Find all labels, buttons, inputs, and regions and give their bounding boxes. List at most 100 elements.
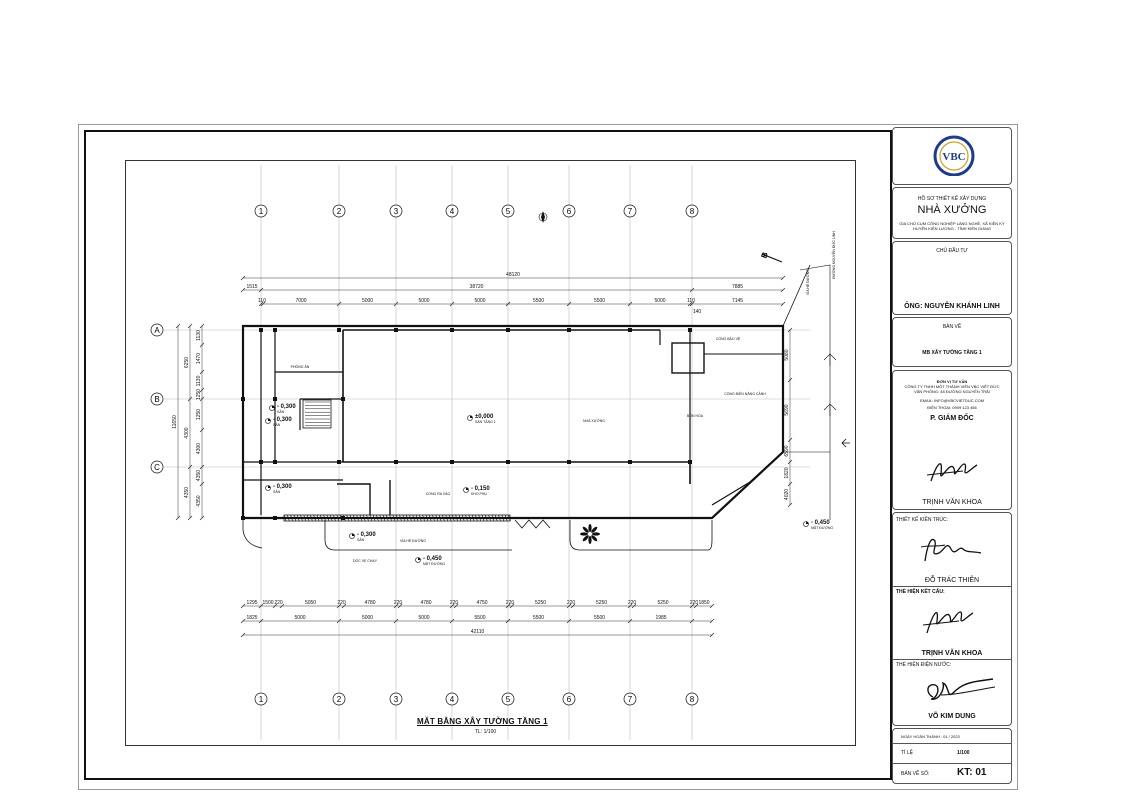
dim-text: 1515: [246, 284, 257, 290]
dim-text: 1250: [196, 409, 202, 420]
grid-bubble-col: [445, 204, 459, 218]
dim-text: 5250: [657, 600, 668, 606]
dim-text: 1985: [655, 615, 666, 621]
dim-tick: [272, 603, 278, 609]
grid-bubble-col: [685, 204, 699, 218]
level-label: KHO PHỤ: [471, 492, 487, 496]
level-value: ±0,000: [475, 414, 494, 420]
titleblock-logo-cell: VBC: [892, 127, 1012, 185]
level-value: - 0,300: [273, 484, 292, 490]
drawing-sheet: [78, 124, 1018, 790]
dim-tick: [258, 287, 264, 293]
dim-tick: [505, 301, 511, 307]
interior-wall: [659, 330, 691, 462]
grid-bubble-col: [254, 692, 268, 706]
level-value: - 0,450: [811, 520, 830, 526]
column: [688, 328, 692, 332]
hatch: [329, 514, 333, 522]
level-symbol-fill: [352, 533, 355, 536]
plant-leaf: [582, 535, 589, 542]
grid-bubble-col: [332, 692, 346, 706]
architect-label: THIẾT KẾ KIẾN TRÚC:: [896, 517, 949, 523]
owner-name: ÔNG: NGUYỄN KHÁNH LINH: [904, 303, 1000, 310]
room-label-phong-an: PHÒNG ĂN: [291, 364, 310, 369]
column: [628, 328, 632, 332]
director-name: TRỊNH VĂN KHOA: [922, 499, 982, 506]
hatch: [395, 514, 399, 522]
column: [273, 460, 277, 464]
dim-text: 4350: [196, 495, 202, 506]
grid-bubble-label: 8: [690, 207, 695, 216]
hatch: [419, 514, 422, 522]
grid-bubble-label: 8: [690, 695, 695, 704]
owner-label: CHỦ ĐẦU TƯ: [936, 248, 968, 254]
hatch: [290, 514, 293, 522]
dim-tick: [240, 632, 246, 638]
hatch: [452, 514, 455, 522]
column: [450, 328, 454, 332]
dim-text: 7885: [732, 284, 743, 290]
consultant-name: CÔNG TY TNHH MỘT THÀNH VIÊN VBC VIỆT ĐỨC: [904, 384, 1000, 389]
dim-tick: [199, 396, 205, 402]
hatch: [415, 514, 419, 522]
grid-bubble-label: 2: [337, 207, 342, 216]
grid-bubble-col: [623, 204, 637, 218]
ramp-outline: [324, 520, 512, 551]
hatch: [326, 514, 330, 522]
dim-text: 1130: [196, 330, 202, 341]
dim-text: 220: [567, 600, 576, 606]
plan-misc: B: [538, 211, 850, 544]
dim-text: 220: [337, 600, 346, 606]
grid-bubble-label: 7: [628, 207, 633, 216]
titleblock-footer-cell: NGÀY HOÀN THÀNH : 01 / 2023 TỈ LỆ 1/100 …: [892, 728, 1012, 784]
dim-text: 1470: [196, 353, 202, 364]
architect-name: ĐỖ TRÁC THIÊN: [924, 577, 980, 584]
dim-tick: [780, 301, 786, 307]
entrance-arrow-icon: [841, 438, 850, 448]
direction-arrow-icon: [823, 403, 837, 416]
dim-tick: [199, 387, 205, 393]
sheet-number: KT: 01: [957, 767, 987, 778]
dim-tick: [787, 437, 793, 443]
hatch: [481, 514, 485, 522]
column: [506, 460, 510, 464]
dim-text: 7000: [295, 298, 306, 304]
dim-text: 48120: [506, 272, 520, 278]
dim-tick: [240, 603, 246, 609]
room-label-cong-ra: CỔNG RA VÀO: [426, 491, 451, 496]
dim-text: 1825: [246, 615, 257, 621]
level-value: - 0,300: [277, 404, 296, 410]
hatch: [458, 514, 462, 522]
hatch: [296, 514, 300, 522]
stair-outline: [302, 399, 332, 429]
level-symbol-fill: [272, 405, 275, 408]
dim-text: 1130: [196, 375, 202, 386]
room-label-nha-xuong: NHÀ XƯỞNG: [583, 418, 605, 423]
hatch: [428, 514, 432, 522]
dim-tick: [505, 603, 511, 609]
column: [506, 328, 510, 332]
grid-bubble-label: 4: [450, 695, 455, 704]
dim-tick: [689, 301, 695, 307]
column: [259, 328, 263, 332]
dim-text: 11650: [172, 415, 178, 429]
hatch: [432, 514, 435, 522]
dim-tick: [627, 618, 633, 624]
hatch: [382, 514, 386, 522]
hatch: [448, 514, 452, 522]
level-label: MẶT ĐƯỜNG: [811, 525, 833, 530]
project-name: NHÀ XƯỞNG: [917, 204, 987, 216]
road-edge: [799, 264, 831, 520]
scale-label: TỈ LỆ: [901, 750, 913, 756]
dim-tick: [240, 618, 246, 624]
dim-tick: [787, 502, 793, 508]
column: [259, 460, 263, 464]
dim-tick: [631, 603, 637, 609]
dim-tick: [570, 603, 576, 609]
architect-signature-icon: [920, 538, 982, 562]
